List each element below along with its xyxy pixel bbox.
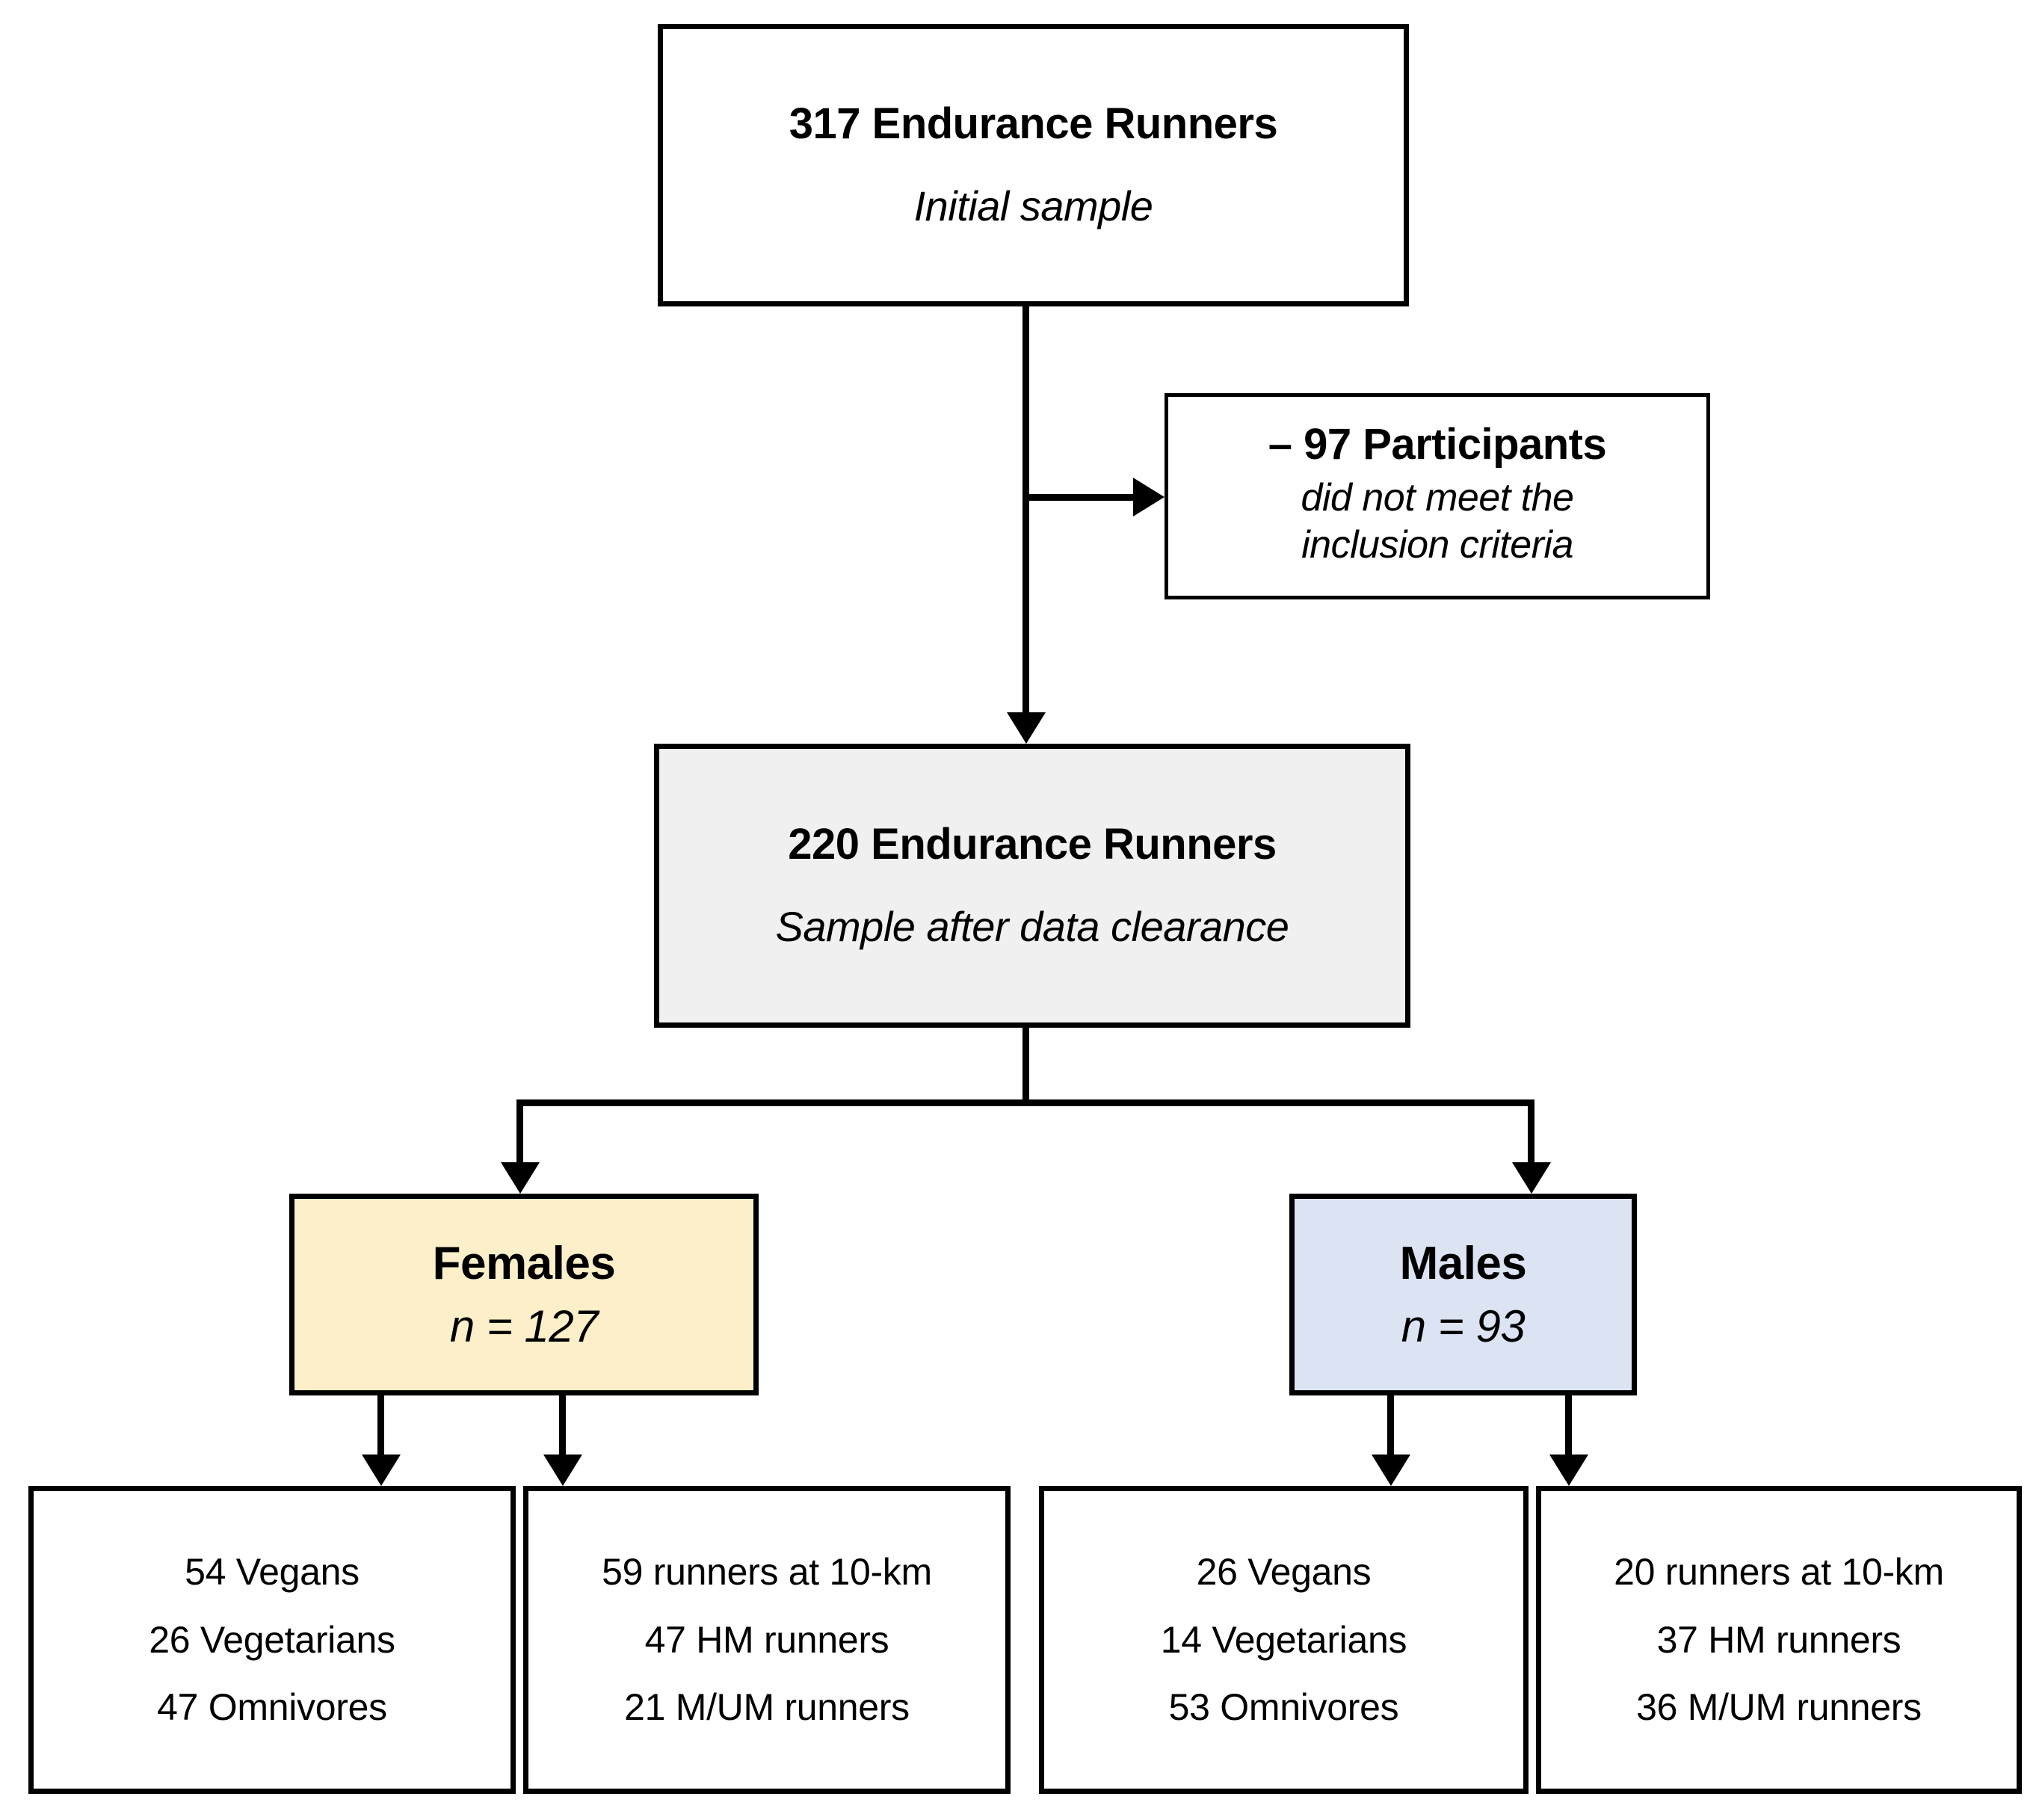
- males-distance-list: 20 runners at 10-km 37 HM runners 36 M/U…: [1614, 1552, 1944, 1728]
- list-item: 47 HM runners: [644, 1618, 889, 1661]
- connector-to-males: [1528, 1099, 1534, 1164]
- males-count: n = 93: [1401, 1301, 1526, 1352]
- connector-cleared-down: [1022, 1028, 1029, 1106]
- list-item: 47 Omnivores: [157, 1686, 387, 1728]
- males-diet-list: 26 Vegans 14 Vegetarians 53 Omnivores: [1161, 1552, 1407, 1728]
- list-item: 53 Omnivores: [1168, 1686, 1399, 1728]
- males-title: Males: [1399, 1237, 1527, 1289]
- arrowhead-to-males: [1512, 1162, 1551, 1194]
- excluded-reason-line-2: inclusion criteria: [1301, 523, 1573, 567]
- node-males-diet-groups: 26 Vegans 14 Vegetarians 53 Omnivores: [1039, 1486, 1529, 1794]
- cleared-sample-subtitle: Sample after data clearance: [775, 903, 1289, 951]
- list-item: 21 M/UM runners: [624, 1686, 910, 1728]
- females-diet-list: 54 Vegans 26 Vegetarians 47 Omnivores: [149, 1552, 395, 1728]
- arrowhead-to-cleared: [1007, 712, 1046, 744]
- node-females-diet-groups: 54 Vegans 26 Vegetarians 47 Omnivores: [28, 1486, 516, 1794]
- excluded-reason-line-1: did not meet the: [1301, 475, 1574, 519]
- cleared-sample-title: 220 Endurance Runners: [788, 820, 1277, 869]
- node-females-distance-groups: 59 runners at 10-km 47 HM runners 21 M/U…: [523, 1486, 1011, 1794]
- arrowhead-to-females: [501, 1162, 540, 1194]
- list-item: 54 Vegans: [185, 1551, 360, 1593]
- females-title: Females: [432, 1237, 616, 1289]
- connector-to-females: [516, 1099, 523, 1164]
- connector-initial-to-cleared: [1022, 306, 1029, 712]
- connector-females-to-diet: [377, 1395, 384, 1455]
- list-item: 26 Vegans: [1196, 1551, 1372, 1593]
- node-males-distance-groups: 20 runners at 10-km 37 HM runners 36 M/U…: [1536, 1486, 2022, 1794]
- initial-sample-subtitle: Initial sample: [913, 182, 1153, 230]
- arrowhead-females-distance: [543, 1455, 582, 1486]
- list-item: 36 M/UM runners: [1636, 1686, 1922, 1728]
- connector-sex-split-bar: [516, 1099, 1534, 1106]
- list-item: 37 HM runners: [1656, 1618, 1901, 1661]
- connector-females-to-distance: [559, 1395, 566, 1455]
- node-excluded-participants: – 97 Participants did not meet the inclu…: [1165, 393, 1710, 599]
- node-females: Females n = 127: [289, 1194, 759, 1395]
- arrowhead-males-distance: [1549, 1455, 1588, 1486]
- arrowhead-males-diet: [1372, 1455, 1410, 1486]
- list-item: 20 runners at 10-km: [1614, 1551, 1944, 1593]
- node-males: Males n = 93: [1289, 1194, 1637, 1395]
- females-distance-list: 59 runners at 10-km 47 HM runners 21 M/U…: [602, 1552, 932, 1728]
- node-cleared-sample: 220 Endurance Runners Sample after data …: [654, 744, 1410, 1028]
- initial-sample-title: 317 Endurance Runners: [789, 99, 1278, 149]
- list-item: 59 runners at 10-km: [602, 1551, 932, 1593]
- connector-males-to-diet: [1387, 1395, 1394, 1455]
- excluded-count: – 97 Participants: [1268, 420, 1607, 469]
- list-item: 14 Vegetarians: [1160, 1618, 1407, 1661]
- connector-males-to-distance: [1565, 1395, 1572, 1455]
- node-initial-sample: 317 Endurance Runners Initial sample: [658, 24, 1409, 306]
- arrowhead-females-diet: [362, 1455, 401, 1486]
- females-count: n = 127: [449, 1301, 599, 1352]
- list-item: 26 Vegetarians: [149, 1618, 395, 1661]
- connector-to-excluded: [1025, 494, 1133, 501]
- arrowhead-to-excluded: [1133, 478, 1165, 516]
